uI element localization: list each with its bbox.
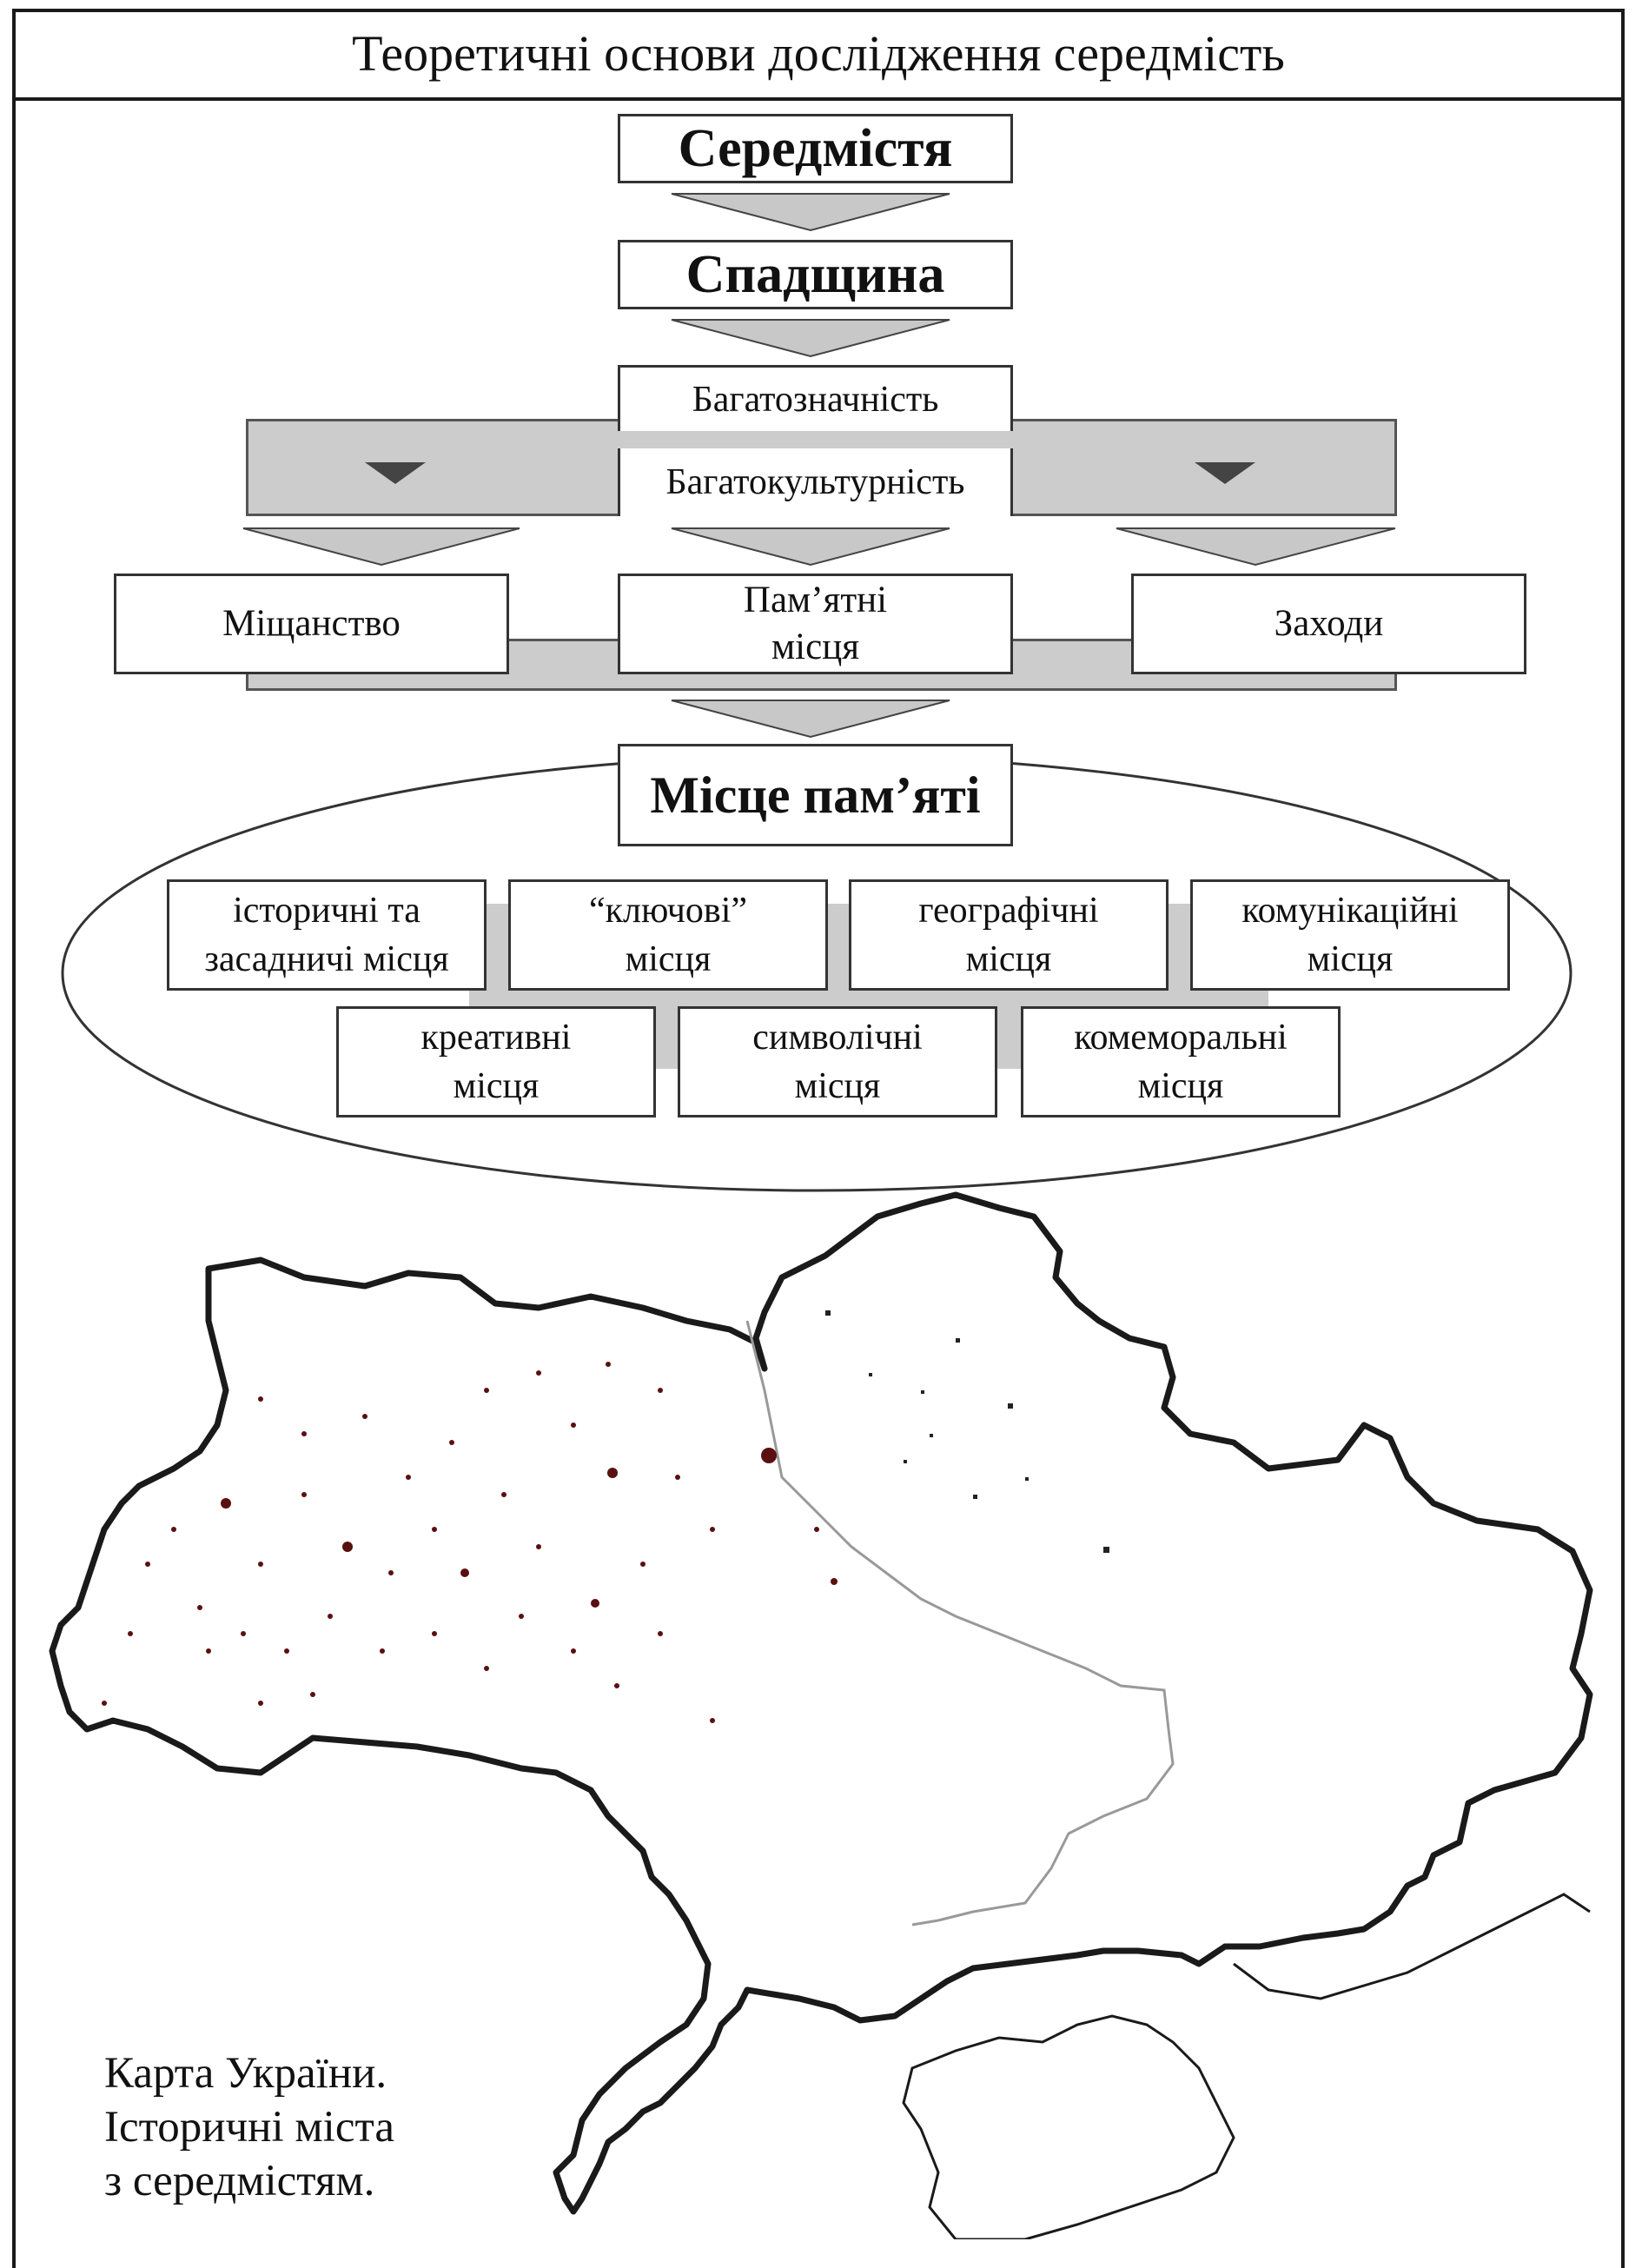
arrow-center [671,527,950,567]
arrow-right [1116,527,1396,567]
city-dots [102,1362,838,1723]
map-caption: Карта України. Історичні міста з середмі… [104,2046,394,2208]
caption-line-1: Карта України. [104,2049,387,2098]
caption-line-2: Історичні міста [104,2103,395,2152]
heritage-box: Спадщина [618,240,1013,309]
multiculturalism-box: Багатокультурність [618,448,1013,516]
center-box: Середмістя [618,114,1013,183]
events-box: Заходи [1131,574,1526,674]
east-dots [825,1310,1109,1553]
arrow-1 [671,193,950,232]
small-triangles [365,462,1255,484]
center-label: Середмістя [678,118,953,178]
place-type-key: “ключові”місця [508,879,828,991]
heritage-label: Спадщина [685,244,945,304]
burgherdom-box: Міщанство [114,574,509,674]
memorial-places-box: Пам’ятні місця [618,574,1013,674]
arrow-3 [671,700,950,739]
ukraine-border [49,1191,1593,2215]
crimea-outline [902,2014,1235,2239]
arrow-left [242,527,520,567]
multivalence-box: Багатозначність [618,365,1013,431]
caption-line-3: з середмістям. [104,2157,375,2205]
memory-place-box: Місце пам’яті [618,744,1013,846]
arrow-2 [671,319,950,358]
down-arrows [242,193,1396,739]
azov-coast [1233,1893,1591,2000]
page-title: Теоретичні основи дослідження середмість [12,9,1625,101]
dnipro-river [745,1320,1175,1926]
page-frame [12,9,1625,2268]
